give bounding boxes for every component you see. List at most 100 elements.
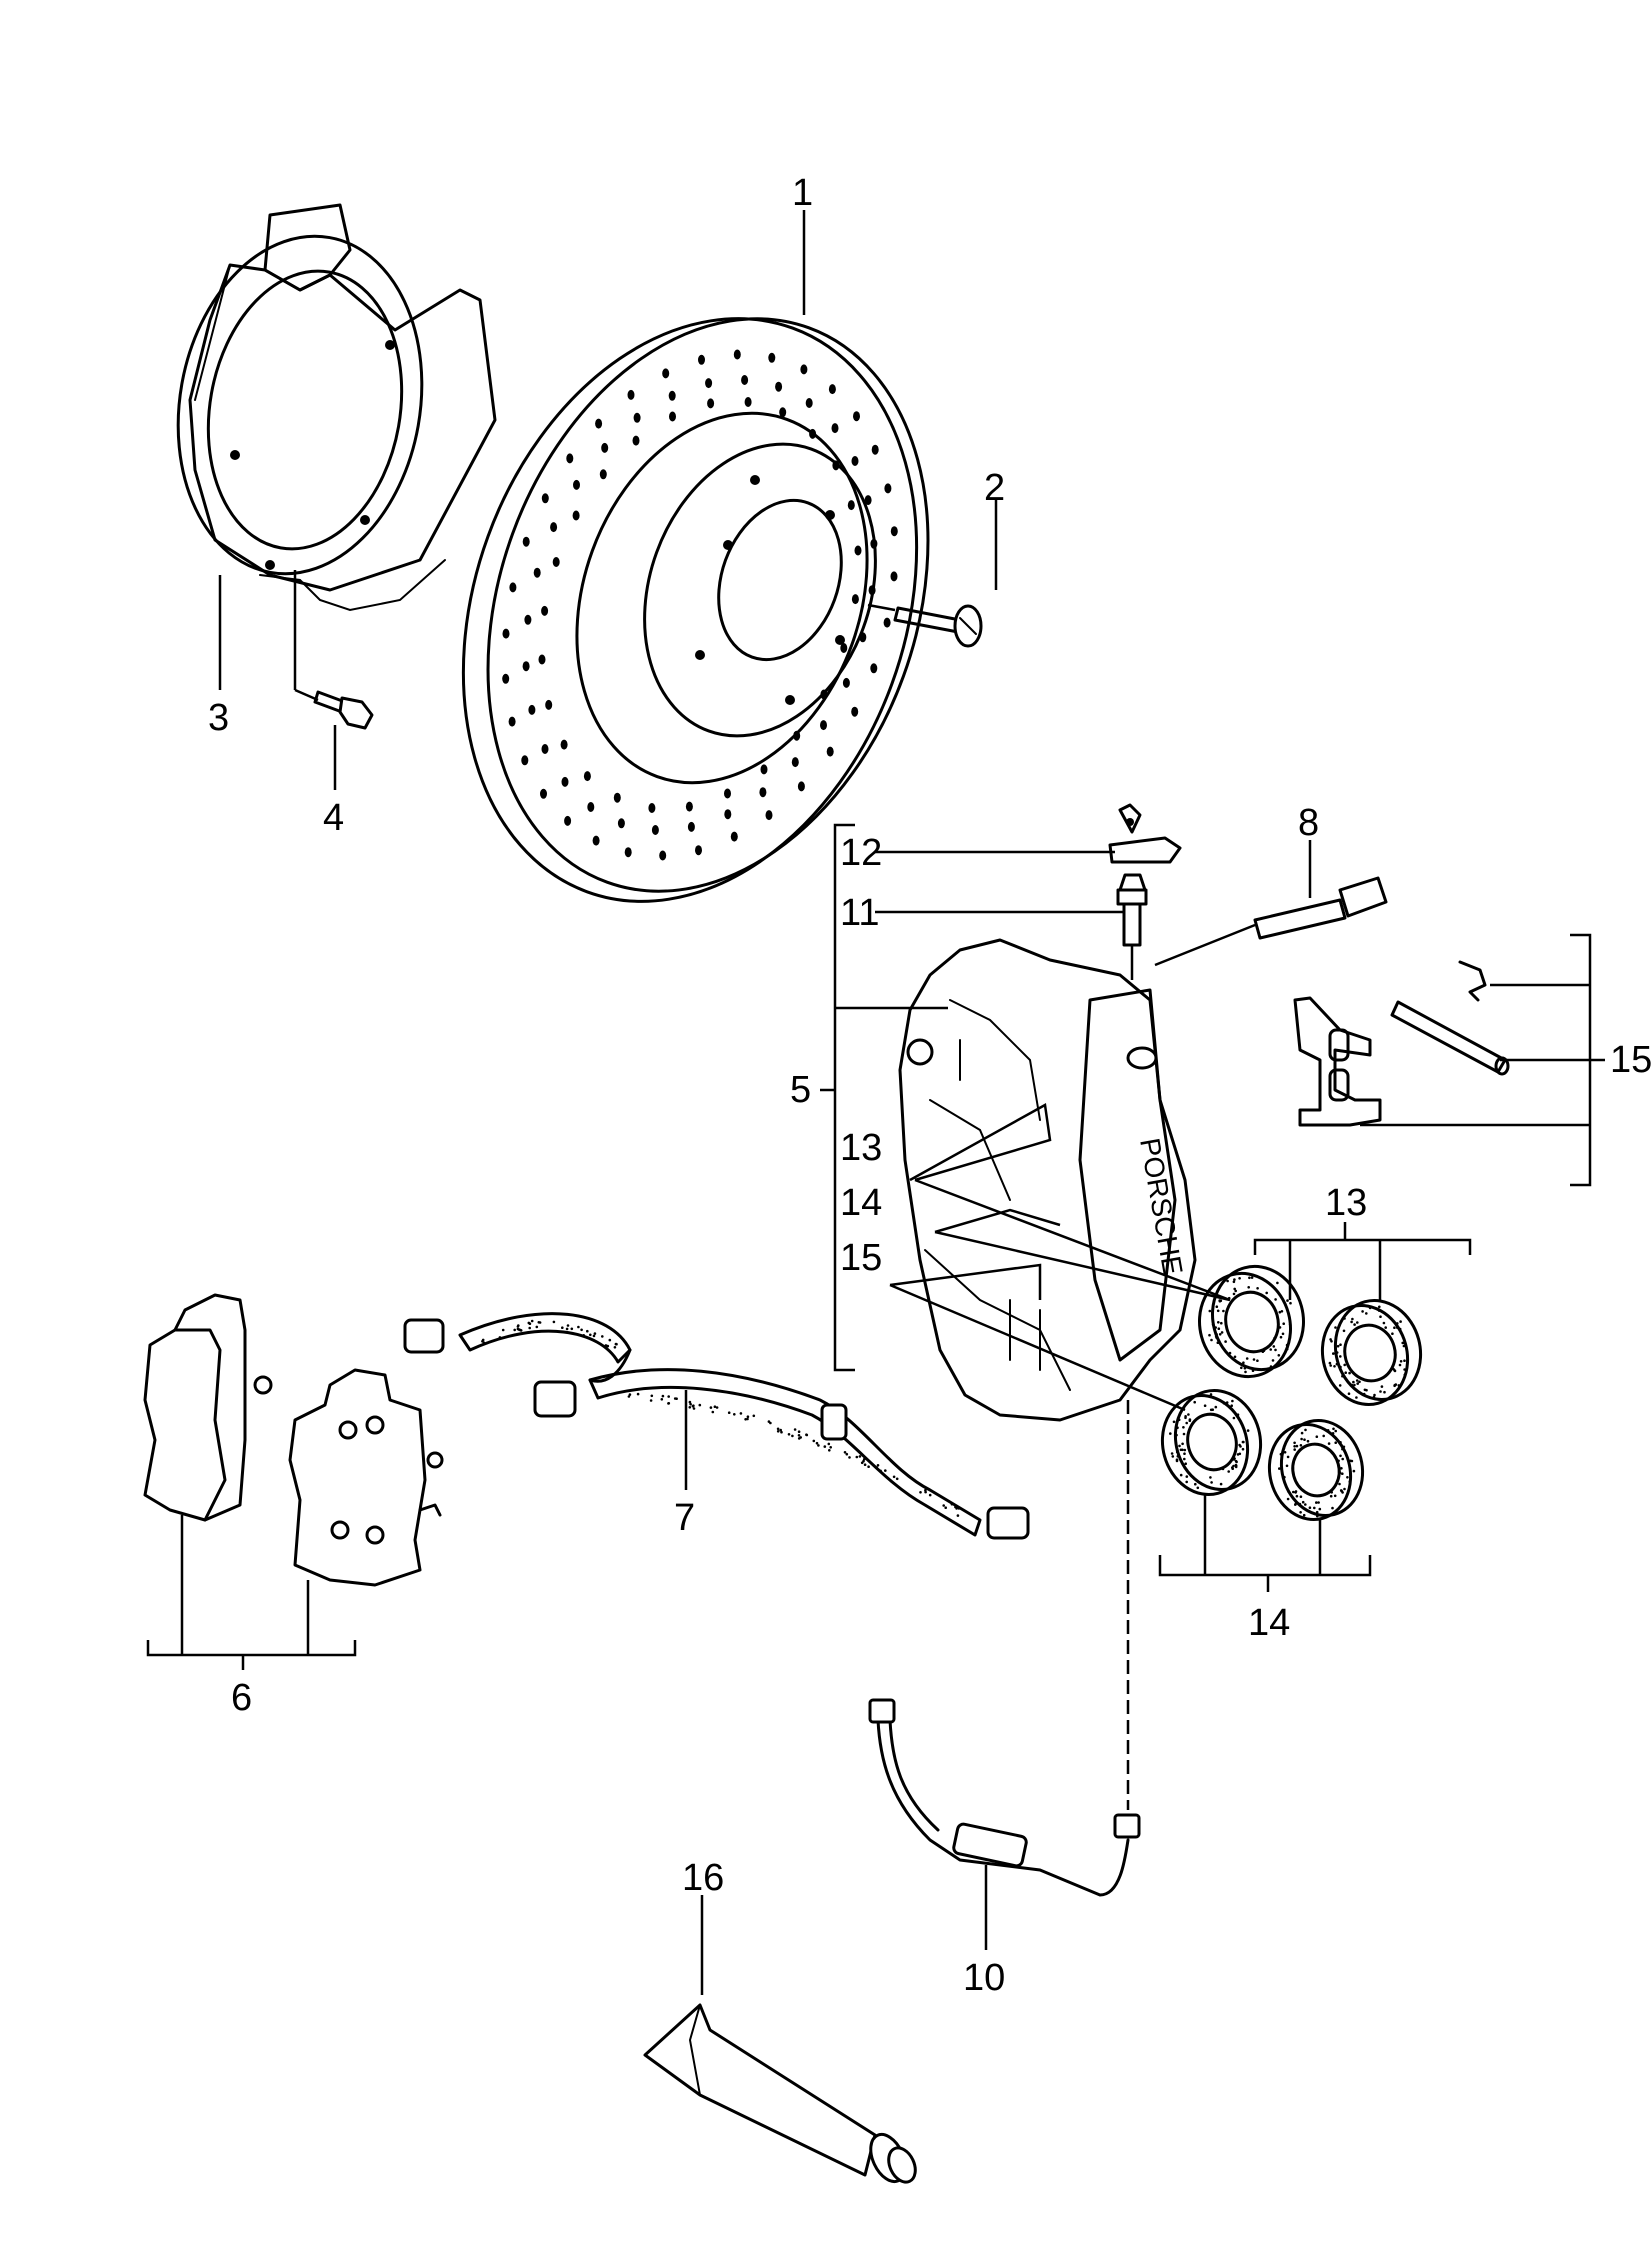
seal-texture-dot — [1294, 1503, 1297, 1506]
cable-texture-dot — [535, 1325, 539, 1329]
cable-texture-dot — [688, 1400, 692, 1404]
seal-texture-dot — [1265, 1291, 1268, 1295]
seal-texture-dot — [1217, 1321, 1220, 1324]
seal-texture-dot — [1351, 1317, 1354, 1321]
seal-texture-dot — [1218, 1299, 1221, 1302]
disc-drill-hole — [793, 730, 801, 741]
seal-texture-dot — [1219, 1482, 1223, 1486]
piston-seal-upper-left — [1197, 1264, 1306, 1379]
cable-texture-dot — [787, 1433, 791, 1436]
seal-texture-dot — [1294, 1491, 1297, 1494]
seal-texture-dot — [1341, 1491, 1344, 1494]
disc-drill-hole — [890, 571, 898, 582]
cable-texture-dot — [776, 1427, 780, 1431]
seal-texture-dot — [1175, 1459, 1179, 1463]
disc-drill-hole — [524, 614, 532, 625]
seal-texture-dot — [1331, 1506, 1334, 1510]
seal-texture-dot — [1183, 1448, 1187, 1452]
disc-drill-hole — [599, 469, 607, 480]
cable-texture-dot — [516, 1325, 520, 1328]
disc-drill-hole — [851, 706, 859, 717]
cable-texture-dot — [628, 1393, 632, 1396]
disc-drill-hole — [522, 536, 530, 547]
disc-drill-hole — [864, 495, 872, 506]
disc-drill-hole — [550, 522, 558, 533]
seal-texture-dot — [1295, 1444, 1299, 1448]
seal-texture-dot — [1272, 1345, 1276, 1348]
seal-texture-dot — [1317, 1501, 1320, 1504]
seal-texture-dot — [1280, 1310, 1284, 1313]
seal-texture-dot — [1312, 1423, 1316, 1427]
cable-texture-dot — [660, 1398, 664, 1401]
seal-texture-dot — [1393, 1326, 1396, 1329]
callout-8: 8 — [1298, 802, 1319, 844]
disc-drill-hole — [564, 815, 572, 826]
cable-texture-dot — [580, 1328, 583, 1332]
callout-5: 5 — [790, 1069, 811, 1111]
disc-drill-hole — [538, 654, 546, 665]
cable-texture-dot — [527, 1321, 531, 1325]
seal-texture-dot — [1278, 1467, 1281, 1470]
seal-texture-dot — [1279, 1335, 1283, 1339]
disc-drill-hole — [768, 352, 776, 363]
caliper-bolt — [1253, 876, 1388, 940]
seal-texture-dot — [1335, 1362, 1339, 1366]
seal-texture-dot — [1246, 1445, 1249, 1448]
disc-drill-hole — [775, 381, 783, 392]
seal-texture-dot — [1183, 1452, 1186, 1455]
cable-texture-dot — [876, 1464, 880, 1467]
cable-texture-dot — [513, 1328, 516, 1332]
seal-texture-dot — [1185, 1480, 1188, 1484]
cable-texture-dot — [858, 1455, 862, 1458]
seal-texture-dot — [1241, 1447, 1245, 1451]
seal-texture-dot — [1184, 1415, 1187, 1418]
shield-bolt — [313, 690, 374, 730]
seal-texture-dot — [1338, 1384, 1342, 1387]
seal-texture-dot — [1318, 1507, 1322, 1511]
seal-texture-dot — [1234, 1464, 1238, 1467]
seal-texture-dot — [1299, 1495, 1303, 1498]
callout-1: 1 — [792, 172, 813, 214]
seal-texture-dot — [1183, 1457, 1186, 1461]
disc-drill-hole — [724, 788, 731, 799]
seal-texture-dot — [1382, 1321, 1386, 1325]
seal-texture-dot — [1171, 1455, 1175, 1458]
seal-texture-dot — [1263, 1348, 1266, 1351]
cable-texture-dot — [793, 1428, 797, 1431]
seal-texture-dot — [1298, 1502, 1302, 1506]
seal-texture-dot — [1194, 1482, 1197, 1486]
disc-drill-hole — [744, 397, 752, 407]
disc-drill-hole — [572, 510, 580, 521]
seal-texture-dot — [1228, 1351, 1232, 1355]
seal-texture-dot — [1352, 1469, 1356, 1473]
cable-texture-dot — [481, 1338, 485, 1342]
disc-drill-hole — [659, 850, 667, 861]
disc-drill-hole — [765, 810, 773, 821]
cable-texture-dot — [661, 1394, 665, 1398]
seal-texture-dot — [1348, 1480, 1352, 1483]
cable-texture-dot — [875, 1466, 878, 1469]
seal-texture-dot — [1240, 1366, 1243, 1370]
seal-texture-dot — [1356, 1321, 1359, 1324]
disc-drill-hole — [760, 764, 768, 775]
pad-spring — [1293, 996, 1382, 1127]
seal-texture-dot — [1234, 1289, 1237, 1293]
cable-texture-dot — [727, 1411, 731, 1414]
seal-texture-dot — [1178, 1444, 1181, 1448]
disc-drill-hole — [648, 803, 656, 813]
cable-texture-dot — [817, 1444, 820, 1447]
seal-texture-dot — [1355, 1396, 1358, 1399]
seal-texture-dot — [1368, 1306, 1372, 1310]
cable-texture-dot — [879, 1469, 882, 1473]
disc-drill-hole — [779, 407, 787, 418]
disc-drill-hole — [566, 453, 574, 464]
cable-texture-dot — [613, 1346, 617, 1349]
disc-drill-hole — [552, 557, 560, 567]
disc-drill-hole — [884, 483, 892, 494]
seal-texture-dot — [1269, 1348, 1272, 1351]
seal-texture-dot — [1215, 1305, 1219, 1308]
seal-texture-dot — [1208, 1333, 1211, 1337]
seal-texture-dot — [1362, 1392, 1366, 1396]
cable-texture-dot — [955, 1507, 958, 1510]
seal-texture-dot — [1283, 1451, 1287, 1454]
